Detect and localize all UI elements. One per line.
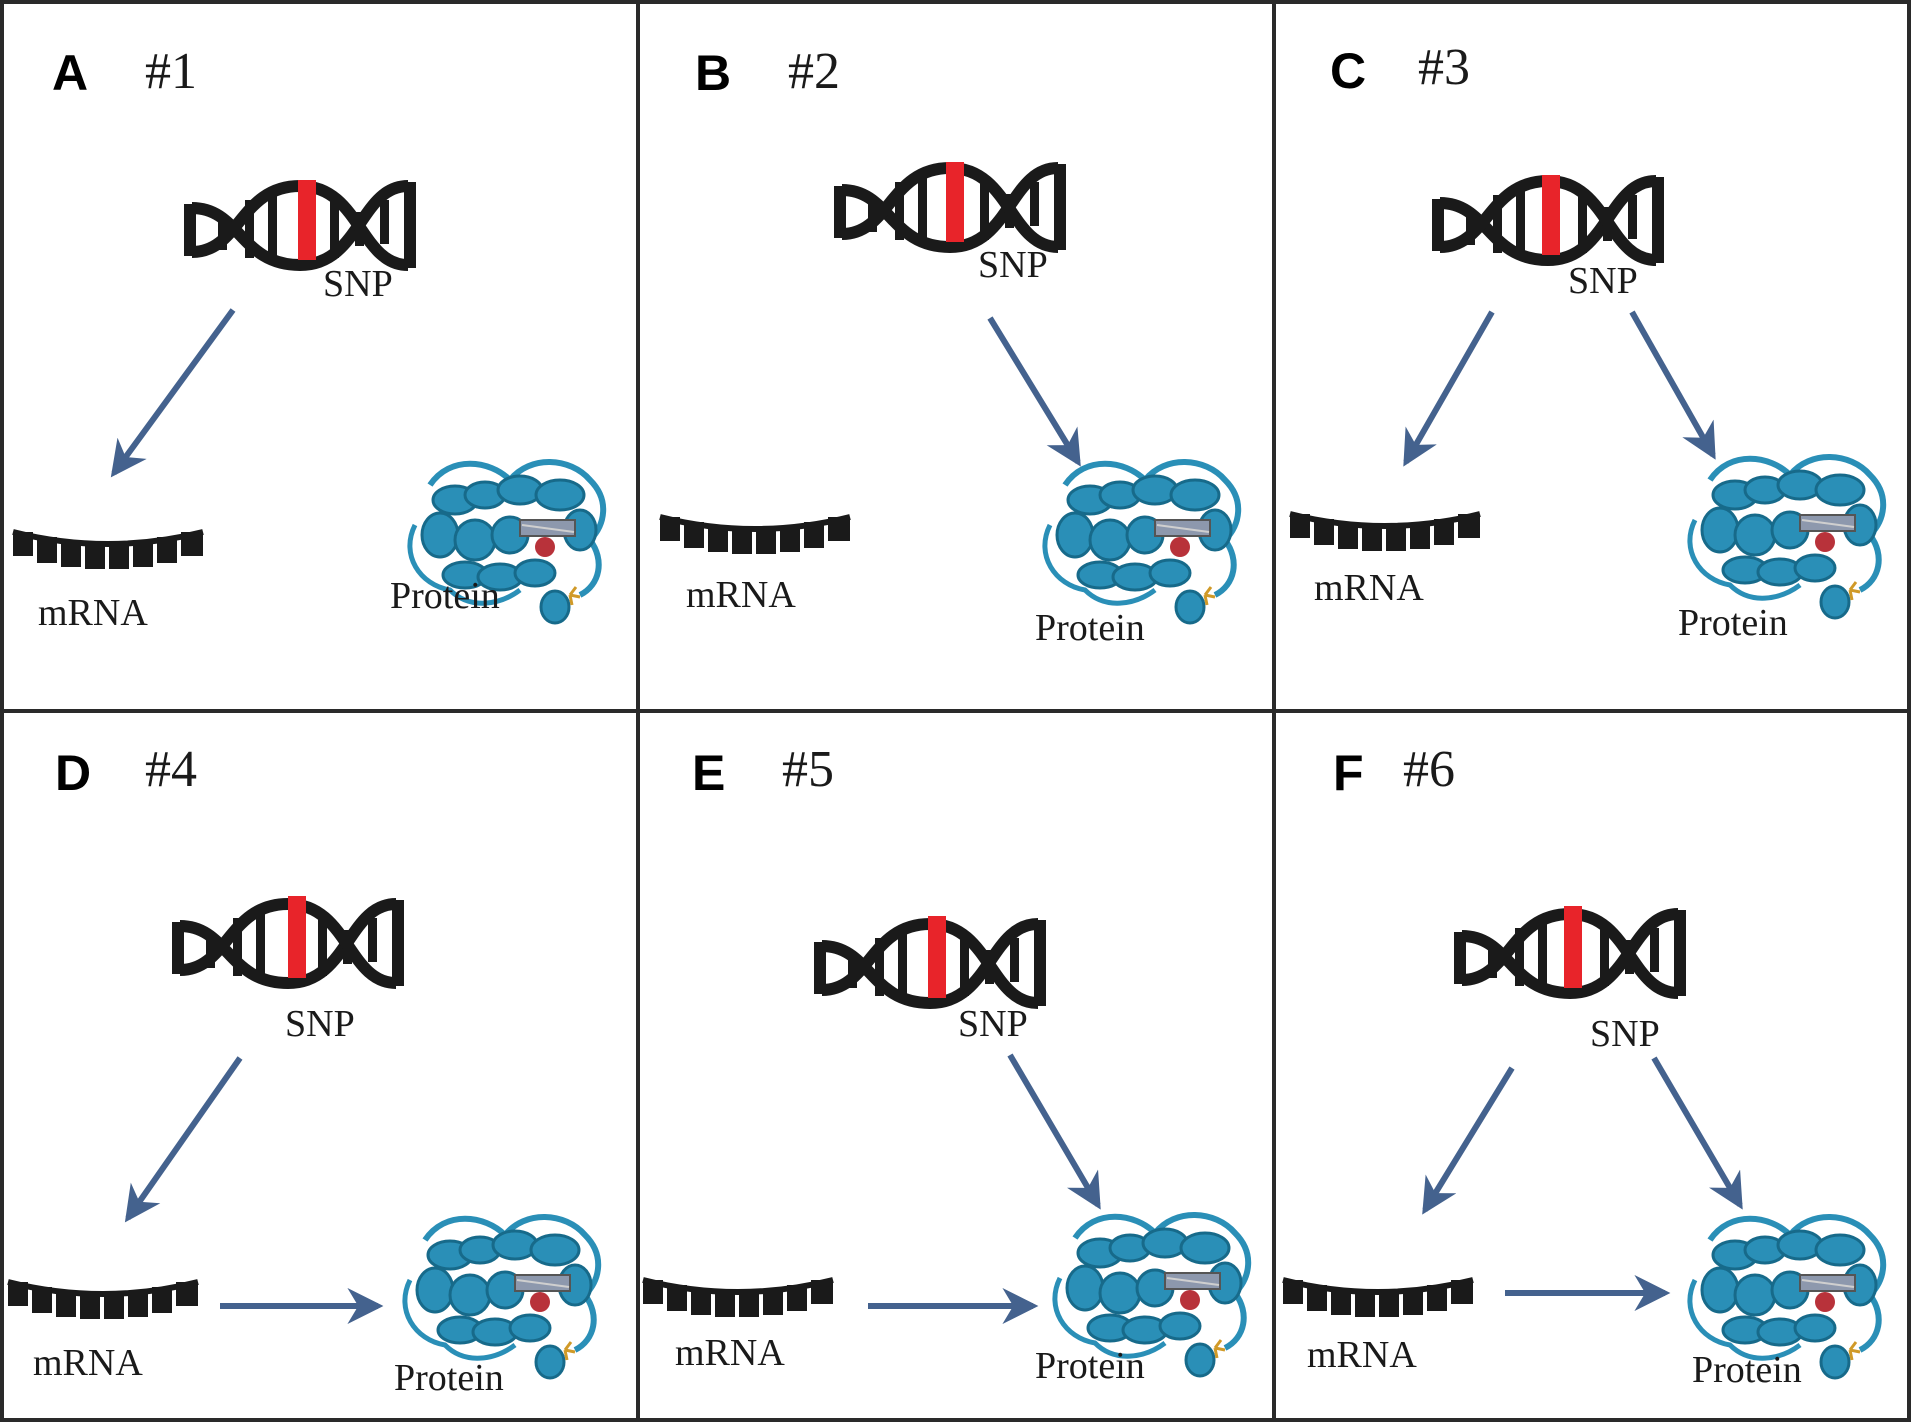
panel-number: #1 — [145, 43, 197, 100]
mrna-icon — [643, 1280, 833, 1317]
panel-d: D #4 SNP mRNA Protein — [8, 741, 598, 1399]
panel-number: #4 — [145, 741, 197, 798]
mrna-label: mRNA — [1307, 1334, 1417, 1376]
mrna-label: mRNA — [1314, 567, 1424, 609]
protein-icon — [1045, 462, 1238, 623]
snp-label: SNP — [323, 263, 393, 305]
panel-number: #2 — [788, 43, 840, 100]
mrna-icon — [1290, 514, 1480, 551]
protein-label: Protein — [1035, 607, 1145, 649]
arrow-snp-to-mrna — [110, 308, 236, 478]
panel-letter: C — [1330, 43, 1366, 99]
protein-label: Protein — [390, 575, 500, 617]
snp-label: SNP — [958, 1003, 1028, 1045]
arrow-snp-to-protein — [1651, 1056, 1743, 1210]
snp-marker — [1564, 906, 1582, 988]
panel-letter: F — [1333, 745, 1364, 801]
panel-number: #3 — [1418, 39, 1470, 96]
snp-marker — [298, 180, 316, 260]
mrna-icon — [660, 517, 850, 554]
panel-letter: D — [55, 745, 91, 801]
panel-e: E #5 SNP mRNA Protein — [643, 741, 1248, 1387]
panel-letter: E — [692, 745, 725, 801]
panel-letter: B — [695, 45, 731, 101]
arrow-snp-to-protein — [1007, 1053, 1101, 1210]
mrna-label: mRNA — [686, 574, 796, 616]
mrna-label: mRNA — [675, 1332, 785, 1374]
dna-icon — [184, 180, 416, 268]
arrow-snp-to-protein — [1629, 310, 1716, 460]
panel-c: C #3 SNP mRNA Protein — [1290, 39, 1883, 644]
snp-label: SNP — [978, 244, 1048, 286]
panel-a: A #1 SNP mRNA Protein — [13, 43, 603, 634]
arrow-snp-to-mrna — [1403, 310, 1495, 467]
snp-label: SNP — [285, 1003, 355, 1045]
protein-label: Protein — [1678, 602, 1788, 644]
panel-number: #5 — [782, 741, 834, 798]
snp-marker — [288, 896, 306, 978]
mrna-icon — [13, 532, 203, 569]
dna-icon — [814, 916, 1046, 1006]
arrow-snp-to-mrna — [124, 1056, 243, 1223]
mrna-label: mRNA — [38, 592, 148, 634]
mrna-label: mRNA — [33, 1342, 143, 1384]
panel-b: B #2 SNP mRNA Protein — [660, 43, 1238, 649]
panel-letter: A — [52, 45, 88, 101]
snp-marker — [1542, 175, 1560, 255]
dna-icon — [1432, 175, 1664, 263]
dna-icon — [172, 896, 404, 986]
snp-marker — [928, 916, 946, 998]
protein-label: Protein — [1692, 1349, 1802, 1391]
protein-icon — [1690, 457, 1883, 618]
protein-icon — [405, 1217, 598, 1378]
mrna-icon — [8, 1282, 198, 1319]
snp-label: SNP — [1590, 1013, 1660, 1055]
arrow-snp-to-mrna — [1422, 1066, 1515, 1215]
arrow-snp-to-protein — [987, 316, 1081, 467]
dna-icon — [1454, 906, 1686, 996]
mrna-icon — [1283, 1280, 1473, 1317]
panel-number: #6 — [1403, 741, 1455, 798]
dna-icon — [834, 162, 1066, 250]
protein-label: Protein — [394, 1357, 504, 1399]
protein-label: Protein — [1035, 1345, 1145, 1387]
snp-label: SNP — [1568, 260, 1638, 302]
snp-marker — [946, 162, 964, 242]
panel-f: F #6 SNP mRNA Protein — [1283, 741, 1883, 1391]
